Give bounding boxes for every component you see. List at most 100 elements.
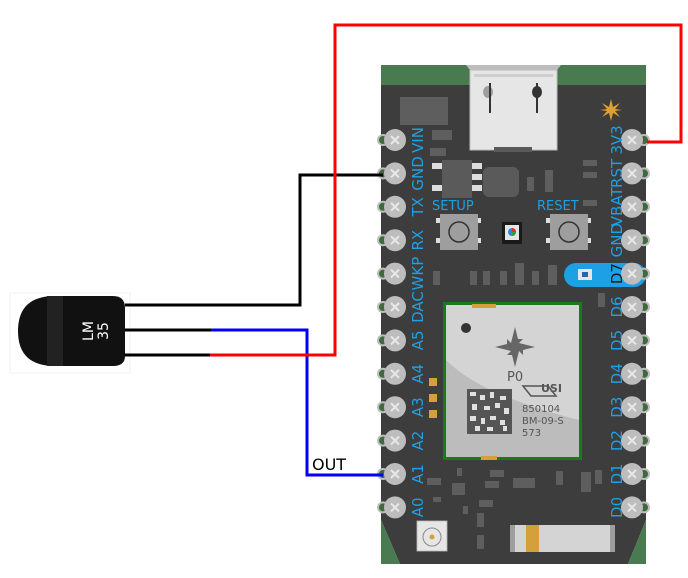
photon-board: SETUP RESET <box>377 65 650 564</box>
rgb-led <box>502 222 522 244</box>
wire-gnd[interactable] <box>125 173 383 307</box>
pin-a0[interactable]: A0 <box>377 496 427 519</box>
sparkle-icon <box>600 99 622 121</box>
pin-tx[interactable]: TX <box>377 195 427 218</box>
pin-label: A0 <box>409 497 427 517</box>
pin-d0[interactable]: D0 <box>608 496 650 519</box>
pin-label: 3V3 <box>608 125 626 154</box>
sensor-label-1: LM <box>81 321 97 341</box>
pin-label: A1 <box>409 464 427 484</box>
antenna-connector <box>416 520 448 552</box>
pin-d3[interactable]: D3 <box>608 396 650 419</box>
pin-label: D3 <box>608 397 626 418</box>
pin-label: D1 <box>608 463 626 484</box>
pin-d2[interactable]: D2 <box>608 429 650 452</box>
board-corner-left <box>381 520 400 564</box>
pin-rx[interactable]: RX <box>377 229 427 252</box>
pin-a3[interactable]: A3 <box>377 396 427 419</box>
pin-label: VIN <box>409 127 427 153</box>
pin-label: D5 <box>608 330 626 351</box>
svg-text:USI: USI <box>541 382 562 395</box>
pin-label: RST <box>608 158 626 188</box>
reset-button[interactable] <box>546 214 591 250</box>
pin-d1[interactable]: D1 <box>608 463 650 485</box>
reset-label: RESET <box>537 199 579 214</box>
module-line1: 850104 <box>522 404 560 415</box>
chip-lead <box>432 185 442 191</box>
pin-label: D7 <box>608 263 626 284</box>
chip-antenna <box>510 525 615 552</box>
pin-label: GND <box>608 223 626 257</box>
usi-logo-icon: USI <box>521 382 562 397</box>
lm35-sensor: LM 35 <box>9 292 131 374</box>
gold-pad <box>429 394 437 402</box>
pin-label: D0 <box>608 497 626 518</box>
wire-vcc[interactable] <box>210 23 683 357</box>
usb-connector <box>466 65 561 152</box>
module-line3: 573 <box>522 428 541 439</box>
wifi-module: P0 USI 850104 BM-09-S 573 <box>443 302 582 460</box>
smd-part <box>430 148 446 156</box>
pin-label: A4 <box>409 364 427 384</box>
pin-a2[interactable]: A2 <box>377 429 427 452</box>
chip-lead <box>472 163 482 169</box>
pin-label: A2 <box>409 431 427 451</box>
pin-a5[interactable]: A5 <box>377 329 427 352</box>
pin-label: WKP <box>409 257 427 291</box>
chip-lead <box>472 174 482 180</box>
pin-d7[interactable]: D7 <box>608 262 650 285</box>
pin-rst[interactable]: RST <box>608 158 650 188</box>
wire-out[interactable] <box>211 328 383 477</box>
pin-label: RX <box>409 230 427 251</box>
gold-pad <box>429 378 437 386</box>
smd-part <box>583 200 597 206</box>
setup-label: SETUP <box>432 199 474 214</box>
pin-label: D6 <box>608 296 626 317</box>
wires: OUT <box>125 23 683 477</box>
chip-lead <box>432 163 442 169</box>
sensor-body <box>18 296 125 366</box>
datamatrix-pattern <box>470 392 509 431</box>
chip-lead <box>472 185 482 191</box>
smd-part <box>527 177 534 191</box>
module-line2: BM-09-S <box>522 416 564 427</box>
pin-3v3[interactable]: 3V3 <box>608 125 650 155</box>
pin-label: A3 <box>409 397 427 417</box>
smd-row <box>433 263 605 307</box>
pin-d6[interactable]: D6 <box>608 296 650 318</box>
setup-button[interactable] <box>436 214 481 250</box>
sensor-label-2: 35 <box>96 322 112 340</box>
pin-label: D2 <box>608 430 626 451</box>
gold-pad <box>429 410 437 418</box>
pin-vin[interactable]: VIN <box>377 127 427 153</box>
pin-label: VBAT <box>608 187 626 227</box>
board-corner-right <box>628 520 646 564</box>
pin-vbat[interactable]: VBAT <box>608 187 650 227</box>
pin-d5[interactable]: D5 <box>608 329 650 352</box>
wire-label-out: OUT <box>312 455 346 474</box>
compass-star-icon <box>495 327 535 367</box>
module-name: P0 <box>507 370 523 385</box>
smd-part <box>545 170 553 192</box>
smd-part <box>583 172 597 178</box>
pin-dac[interactable]: DAC <box>377 291 427 323</box>
pin-d4[interactable]: D4 <box>608 362 650 385</box>
pin-label: DAC <box>409 291 427 323</box>
pin-label: TX <box>409 197 427 217</box>
pin-a4[interactable]: A4 <box>377 362 427 385</box>
pin-label: A5 <box>409 330 427 350</box>
smd-bottom <box>427 468 602 549</box>
smd-part <box>583 160 597 166</box>
pin-label: GND <box>409 156 427 190</box>
pin-label: D4 <box>608 363 626 384</box>
pin-wkp[interactable]: WKP <box>377 257 427 291</box>
inductor <box>483 167 519 197</box>
regulator-chip <box>442 160 472 198</box>
pin-gnd[interactable]: GND <box>608 223 650 257</box>
smd-chip <box>400 97 448 125</box>
pin-gnd[interactable]: GND <box>377 156 427 191</box>
smd-part <box>432 130 452 140</box>
